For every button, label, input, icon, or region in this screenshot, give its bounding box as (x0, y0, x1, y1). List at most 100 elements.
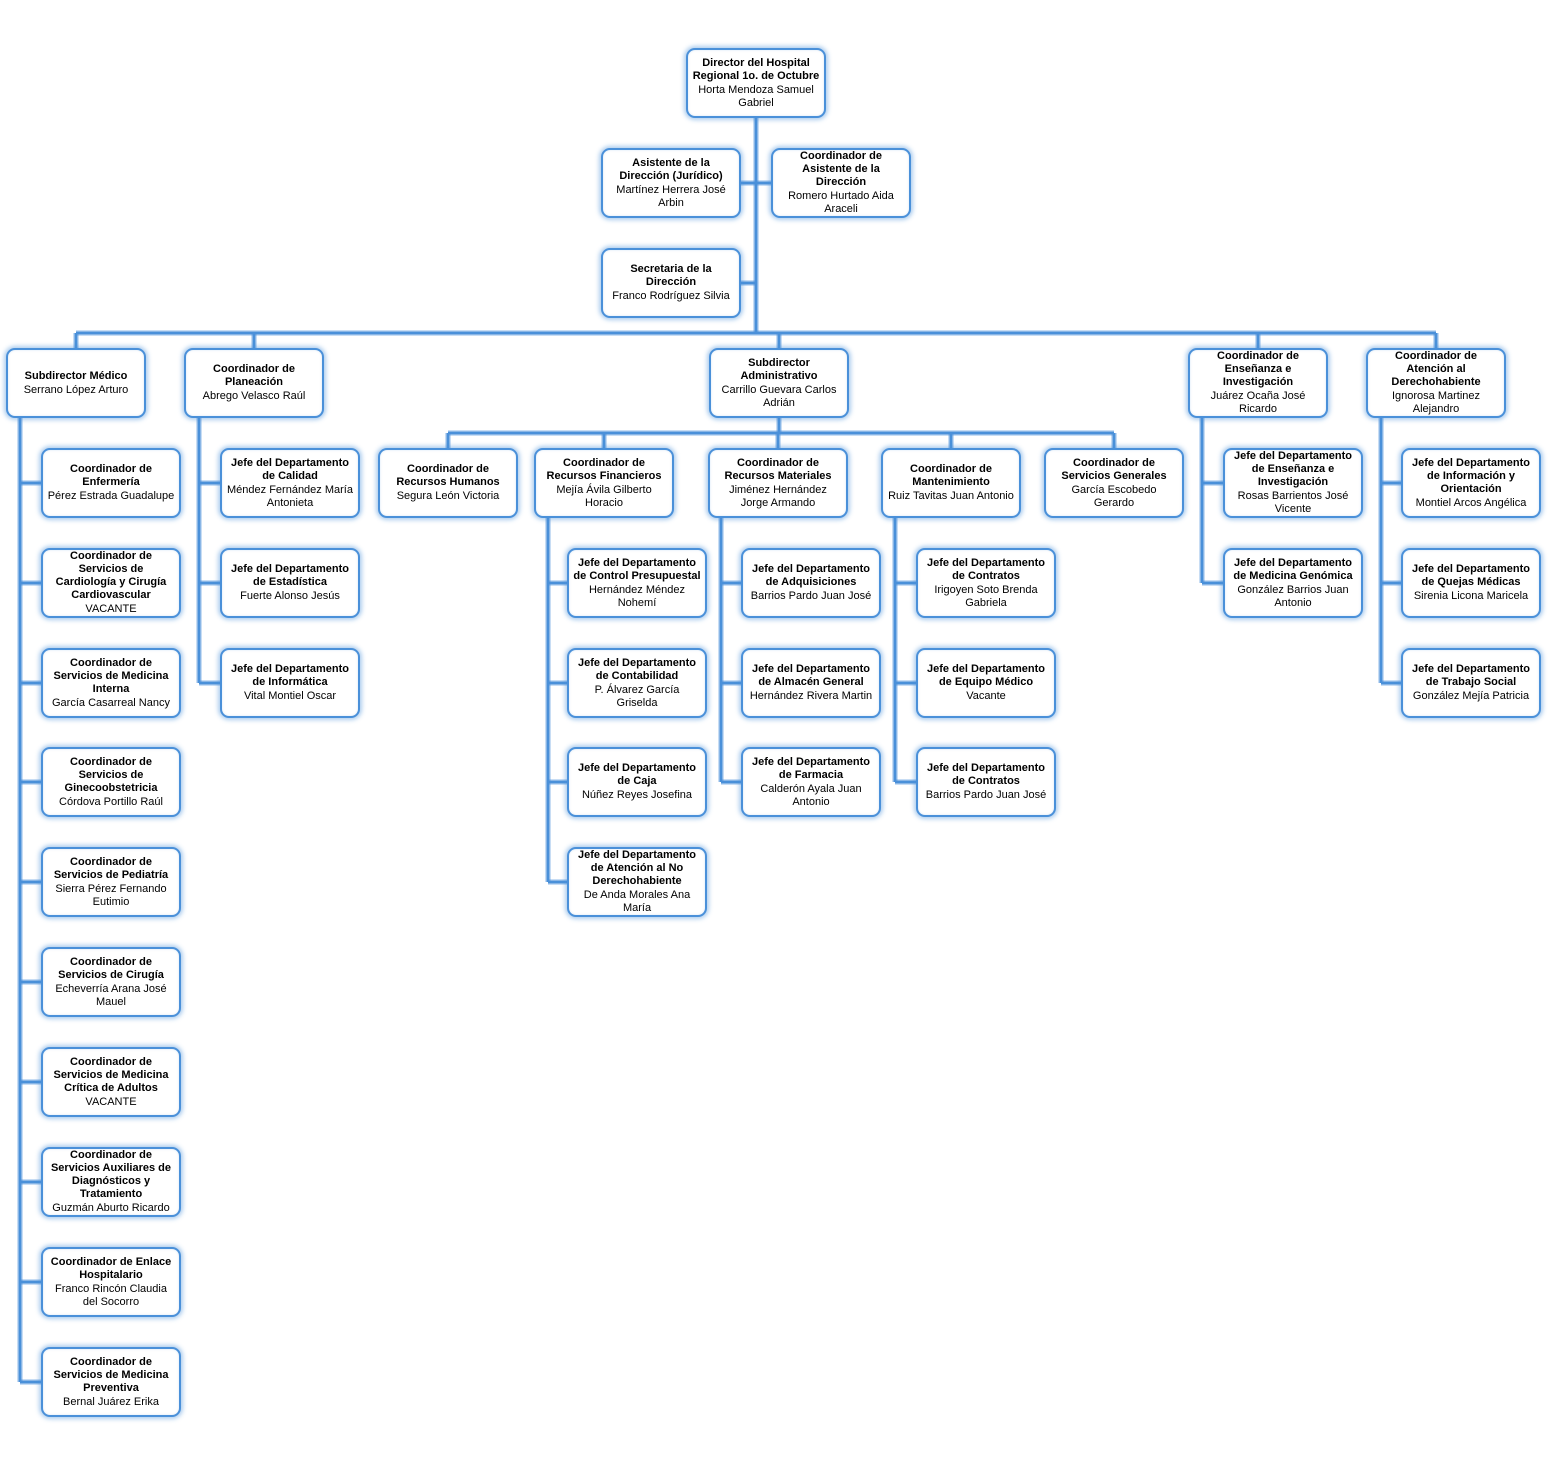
node-name: Barrios Pardo Juan José (925, 789, 1047, 801)
node-name: García Casarreal Nancy (52, 696, 170, 709)
node-name: Carrillo Guevara Carlos Adrián (721, 383, 837, 409)
farmacia-box: Jefe del Departamento de Farmacia Calder… (741, 747, 881, 817)
node-name: Franco Rodríguez Silvia (612, 290, 730, 302)
genomica-box: Jefe del Departamento de Medicina Genómi… (1223, 548, 1363, 618)
secretaria-box: Secretaria de la Dirección Franco Rodríg… (601, 248, 741, 318)
informatica-box: Jefe del Departamento de Informática Vit… (220, 648, 360, 718)
node-name: Rosas Barrientos José Vicente (1237, 490, 1349, 515)
node-name: VACANTE (85, 1095, 137, 1108)
node-name: Franco Rincón Claudia del Socorro (55, 1282, 167, 1308)
subdir-medico-box: Subdirector Médico Serrano López Arturo (6, 348, 146, 418)
node-name: P. Álvarez García Griselda (594, 683, 680, 709)
node-title: Jefe del Departamento de Equipo Médico (927, 663, 1045, 688)
node-name: Irigoyen Soto Brenda Gabriela (934, 583, 1038, 609)
node-title: Jefe del Departamento de Farmacia (752, 755, 870, 781)
node-title: Jefe del Departamento de Calidad (231, 456, 349, 482)
equipo-box: Jefe del Departamento de Equipo Médico V… (916, 648, 1056, 718)
node-name: Fuerte Alonso Jesús (240, 590, 340, 602)
cirugia-box: Coordinador de Servicios de Cirugía Eche… (41, 947, 181, 1017)
node-name: Núñez Reyes Josefina (581, 789, 693, 801)
node-title: Coordinador de Enfermería (70, 463, 152, 488)
coord-ensenanza-box: Coordinador de Enseñanza e Investigación… (1188, 348, 1328, 418)
node-title: Subdirector Médico (24, 369, 128, 382)
node-title: Coordinador de Servicios de Medicina Pre… (53, 1355, 169, 1394)
node-name: Horta Mendoza Samuel Gabriel (698, 83, 814, 109)
node-title: Coordinador de Servicios de Medicina Crí… (53, 1055, 169, 1094)
trabajo-social-box: Jefe del Departamento de Trabajo Social … (1401, 648, 1541, 718)
rh-box: Coordinador de Recursos Humanos Segura L… (378, 448, 518, 518)
node-title: Coordinador de Servicios Auxiliares de D… (50, 1149, 172, 1200)
node-name: Jiménez Hernández Jorge Armando (729, 483, 827, 509)
caja-box: Jefe del Departamento de Caja Núñez Reye… (567, 747, 707, 817)
node-title: Subdirector Administrativo (740, 356, 818, 382)
node-name: Serrano López Arturo (23, 383, 129, 396)
node-title: Coordinador de Servicios de Medicina Int… (53, 656, 169, 695)
subdir-admin-box: Subdirector Administrativo Carrillo Guev… (709, 348, 849, 418)
node-title: Jefe del Departamento de Contabilidad (578, 656, 696, 682)
auxiliares-box: Coordinador de Servicios Auxiliares de D… (41, 1147, 181, 1217)
node-title: Coordinador de Planeación (213, 363, 295, 388)
node-title: Jefe del Departamento de Adquisiciones (752, 563, 870, 588)
mant-box: Coordinador de Mantenimiento Ruiz Tavita… (881, 448, 1021, 518)
med-critica-box: Coordinador de Servicios de Medicina Crí… (41, 1047, 181, 1117)
node-name: Sirenia Licona Maricela (1413, 590, 1529, 602)
no-derecho-box: Jefe del Departamento de Atención al No … (567, 847, 707, 917)
calidad-box: Jefe del Departamento de Calidad Méndez … (220, 448, 360, 518)
node-name: Barrios Pardo Juan José (750, 590, 872, 602)
med-interna-box: Coordinador de Servicios de Medicina Int… (41, 648, 181, 718)
node-name: Ruiz Tavitas Juan Antonio (888, 490, 1014, 502)
node-title: Coordinador de Servicios de Cardiología … (55, 550, 167, 601)
node-title: Jefe del Departamento de Caja (578, 762, 696, 787)
contabilidad-box: Jefe del Departamento de Contabilidad P.… (567, 648, 707, 718)
node-title: Secretaria de la Dirección (630, 263, 712, 288)
node-title: Coordinador de Enlace Hospitalario (50, 1255, 172, 1281)
node-title: Jefe del Departamento de Enseñanza e Inv… (1234, 450, 1352, 488)
node-title: Director del Hospital Regional 1o. de Oc… (692, 56, 820, 82)
node-title: Coordinador de Servicios de Cirugía (58, 955, 164, 981)
node-name: Pérez Estrada Guadalupe (47, 490, 175, 502)
node-name: Segura León Victoria (396, 490, 500, 502)
node-name: De Anda Morales Ana María (583, 889, 691, 914)
rf-box: Coordinador de Recursos Financieros Mejí… (534, 448, 674, 518)
node-title: Jefe del Departamento de Control Presupu… (573, 556, 701, 582)
node-title: Jefe del Departamento de Medicina Genómi… (1233, 556, 1353, 582)
contratos2-box: Jefe del Departamento de Contratos Barri… (916, 747, 1056, 817)
almacen-box: Jefe del Departamento de Almacén General… (741, 648, 881, 718)
node-title: Jefe del Departamento de Quejas Médicas (1412, 563, 1530, 588)
node-name: González Barrios Juan Antonio (1237, 583, 1349, 609)
coord-asistente-box: Coordinador de Asistente de la Dirección… (771, 148, 911, 218)
node-title: Jefe del Departamento de Almacén General (752, 663, 870, 688)
node-name: Vital Montiel Oscar (243, 690, 337, 702)
informacion-box: Jefe del Departamento de Información y O… (1401, 448, 1541, 518)
node-title: Coordinador de Servicios de Ginecoobstet… (64, 755, 158, 794)
node-name: Martínez Herrera José Arbin (616, 183, 726, 209)
coord-planeacion-box: Coordinador de Planeación Abrego Velasco… (184, 348, 324, 418)
node-name: Córdova Portillo Raúl (59, 795, 163, 808)
node-title: Coordinador de Servicios de Pediatría (53, 855, 169, 881)
quejas-box: Jefe del Departamento de Quejas Médicas … (1401, 548, 1541, 618)
jefe-ensenanza-box: Jefe del Departamento de Enseñanza e Inv… (1223, 448, 1363, 518)
node-name: Vacante (966, 690, 1006, 702)
node-title: Jefe del Departamento de Contratos (927, 762, 1045, 787)
node-title: Coordinador de Enseñanza e Investigación (1217, 350, 1299, 388)
presupuestal-box: Jefe del Departamento de Control Presupu… (567, 548, 707, 618)
pediatria-box: Coordinador de Servicios de Pediatría Si… (41, 847, 181, 917)
estadistica-box: Jefe del Departamento de Estadística Fue… (220, 548, 360, 618)
node-title: Coordinador de Recursos Humanos (396, 463, 500, 488)
node-name: Calderón Ayala Juan Antonio (760, 782, 862, 808)
node-name: Bernal Juárez Erika (63, 1395, 159, 1408)
node-name: Abrego Velasco Raúl (202, 390, 306, 402)
node-title: Coordinador de Asistente de la Dirección (800, 150, 882, 188)
node-name: Montiel Arcos Angélica (1415, 496, 1527, 509)
coord-atencion-box: Coordinador de Atención al Derechohabien… (1366, 348, 1506, 418)
adquisiciones-box: Jefe del Departamento de Adquisiciones B… (741, 548, 881, 618)
node-name: Méndez Fernández María Antonieta (227, 483, 353, 509)
node-title: Coordinador de Recursos Materiales (724, 456, 832, 482)
node-title: Jefe del Departamento de Atención al No … (578, 849, 696, 887)
node-title: Coordinador de Recursos Financieros (546, 456, 662, 482)
node-name: Hernández Méndez Nohemí (588, 583, 685, 609)
preventiva-box: Coordinador de Servicios de Medicina Pre… (41, 1347, 181, 1417)
node-name: García Escobedo Gerardo (1071, 483, 1157, 509)
asistente-juridico-box: Asistente de la Dirección (Jurídico) Mar… (601, 148, 741, 218)
